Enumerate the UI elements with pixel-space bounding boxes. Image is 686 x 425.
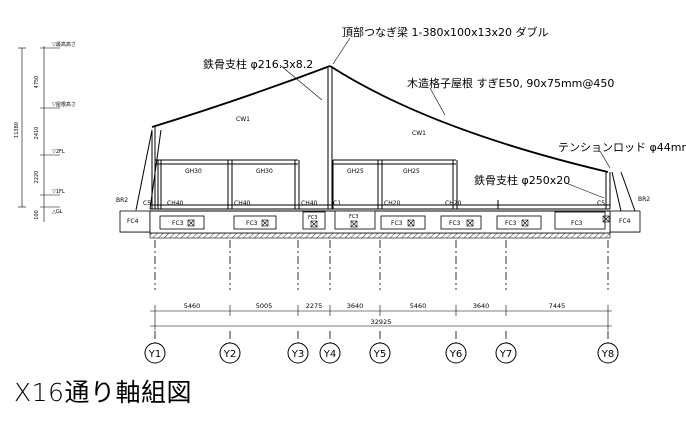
level-dim-4: 100 xyxy=(34,210,40,220)
fc4-left: FC4 xyxy=(127,218,139,225)
gh30-a: GH30 xyxy=(185,168,202,175)
svg-text:Y1: Y1 xyxy=(148,349,161,360)
grid-bubble-y6: Y6 xyxy=(445,342,467,364)
footing-labels: FC4 FC4 FC3 FC3 FC3 FC3 FC3 FC3 FC3 FC3 xyxy=(127,210,631,230)
level-dim-total: 11380 xyxy=(14,122,20,138)
svg-text:Y3: Y3 xyxy=(291,349,304,360)
grid-bubble-y4: Y4 xyxy=(319,342,341,364)
svg-text:Y4: Y4 xyxy=(323,349,336,360)
cw1-right: CW1 xyxy=(412,130,426,137)
note-tension-rod: テンションロッド φ44mm xyxy=(558,141,686,154)
fc3-label: FC3 xyxy=(505,220,517,227)
braces: BR2 BR2 xyxy=(116,129,650,212)
grid-bubble-y8: Y8 xyxy=(597,342,619,364)
note-steel-column-left: 鉄骨支柱 φ216.3x8.2 xyxy=(203,57,313,71)
level-label-1fl: ▽1FL xyxy=(52,189,65,195)
level-label-gl: △GL xyxy=(52,209,63,215)
gh30-b: GH30 xyxy=(256,168,273,175)
br2-right: BR2 xyxy=(638,196,650,203)
fc3-label: FC3 xyxy=(246,220,258,227)
c5-left: C5 xyxy=(143,200,151,207)
gh25-b: GH25 xyxy=(403,168,420,175)
grid-bubbles: Y1 Y2 Y3 Y4 Y5 Y6 Y7 Y8 xyxy=(144,342,619,364)
steel-columns xyxy=(151,68,611,209)
grid-bubble-y2: Y2 xyxy=(219,342,241,364)
level-label-roof: ▽屋根高さ xyxy=(52,101,76,108)
fc3-label: FC3 xyxy=(391,220,403,227)
svg-text:Y6: Y6 xyxy=(449,349,462,360)
floor-frame xyxy=(150,159,610,210)
level-label-top: ▽最高高さ xyxy=(52,41,76,48)
svg-text:Y8: Y8 xyxy=(601,349,614,360)
floor-frame-labels: GH30 GH30 GH25 GH25 CH40 CH40 CH40 CH20 … xyxy=(143,168,605,207)
note-steel-column-right: 鉄骨支柱 φ250x20 xyxy=(474,173,570,187)
annotations: 頂部つなぎ梁 1-380x100x13x20 ダブル 鉄骨支柱 φ216.3x8… xyxy=(203,25,686,187)
grid-bubble-y7: Y7 xyxy=(495,342,517,364)
grid-lines-upper xyxy=(154,240,609,290)
span-dimensions: 5460 5005 2275 3640 5460 3640 7445 32925 xyxy=(150,302,612,330)
grid-lines-lower xyxy=(154,331,609,343)
grid-bubble-y1: Y1 xyxy=(144,342,166,364)
svg-text:Y7: Y7 xyxy=(499,349,512,360)
svg-text:Y5: Y5 xyxy=(373,349,386,360)
grid-bubble-y5: Y5 xyxy=(369,342,391,364)
roof: CW1 CW1 xyxy=(151,65,609,173)
ch40-b: CH40 xyxy=(234,200,251,207)
cw1-left: CW1 xyxy=(236,116,250,123)
grid-bubble-y3: Y3 xyxy=(287,342,309,364)
fc3-label: FC3 xyxy=(349,214,359,220)
span-dim: 5460 xyxy=(410,302,427,310)
level-dim-1: 4750 xyxy=(34,76,40,89)
span-dim: 7445 xyxy=(549,302,566,310)
fc3-label: FC3 xyxy=(308,215,318,221)
total-span-dim: 32925 xyxy=(371,318,392,326)
span-dim: 5005 xyxy=(256,302,273,310)
annotation-leaders xyxy=(279,37,611,199)
span-dim: 5460 xyxy=(184,302,201,310)
gh25-a: GH25 xyxy=(347,168,364,175)
fc3-label: FC3 xyxy=(172,220,184,227)
br2-left: BR2 xyxy=(116,197,128,204)
note-top-beam: 頂部つなぎ梁 1-380x100x13x20 ダブル xyxy=(342,25,548,39)
c5-right: C5 xyxy=(597,200,605,207)
svg-text:Y2: Y2 xyxy=(223,349,236,360)
ch40-a: CH40 xyxy=(167,200,184,207)
ch20-b: CH20 xyxy=(445,200,462,207)
ch40-c: CH40 xyxy=(301,200,318,207)
note-wood-roof: 木造格子屋根 すぎE50, 90x75mm@450 xyxy=(407,76,614,90)
c1: C1 xyxy=(333,200,341,207)
fc3-label: FC3 xyxy=(571,220,583,227)
fc3-label: FC3 xyxy=(449,220,461,227)
span-dim: 3640 xyxy=(473,302,490,310)
ch20-a: CH20 xyxy=(384,200,401,207)
level-dim-2: 2410 xyxy=(34,127,40,140)
span-dim: 3640 xyxy=(347,302,364,310)
drawing-title: X16通り軸組図 xyxy=(14,378,192,407)
fc4-right: FC4 xyxy=(619,218,631,225)
level-dim-3: 2220 xyxy=(34,171,40,184)
level-label-2fl: ▽2FL xyxy=(52,149,65,155)
level-dimension-column: 4750 2410 2220 100 11380 ▽最高高さ ▽屋根高さ ▽2F… xyxy=(14,41,76,222)
span-dim: 2275 xyxy=(306,302,323,310)
